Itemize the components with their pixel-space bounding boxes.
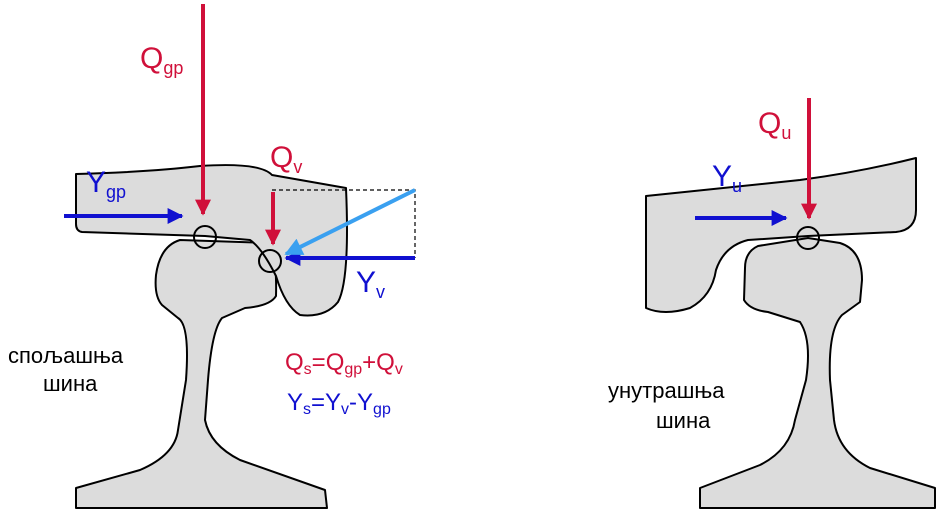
outer-rail-caption-line2: шина	[43, 371, 98, 396]
outer-rail-group: Qgp Qv Ygp Yv Qs=Qgp+Qv Ys=Yv-Ygp спољаш…	[8, 4, 416, 509]
y-gp-label: Ygp	[86, 166, 126, 202]
inner-tread-contact-icon	[796, 226, 820, 250]
outer-flange-contact-icon	[258, 249, 282, 273]
q-u-label: Qu	[758, 107, 791, 143]
inner-rail-caption-line1: унутрашња	[608, 378, 725, 403]
inner-rail-profile	[699, 237, 936, 509]
equation-y-s: Ys=Yv-Ygp	[287, 389, 391, 418]
q-gp-label: Qgp	[140, 42, 183, 78]
inner-wheel-profile	[645, 157, 917, 313]
outer-wheel-profile	[75, 164, 348, 317]
y-v-label: Yv	[356, 266, 385, 302]
outer-rail-profile	[75, 239, 328, 509]
inner-rail-group: Qu Yu унутрашња шина	[608, 98, 936, 509]
resultant-force-arrow	[284, 188, 416, 256]
y-u-label: Yu	[712, 160, 742, 196]
equation-q-s: Qs=Qgp+Qv	[285, 349, 403, 378]
outer-rail-caption-line1: спољашња	[8, 343, 124, 368]
q-v-label: Qv	[270, 141, 302, 177]
inner-rail-caption-line2: шина	[656, 408, 711, 433]
outer-tread-contact-icon	[193, 225, 217, 249]
